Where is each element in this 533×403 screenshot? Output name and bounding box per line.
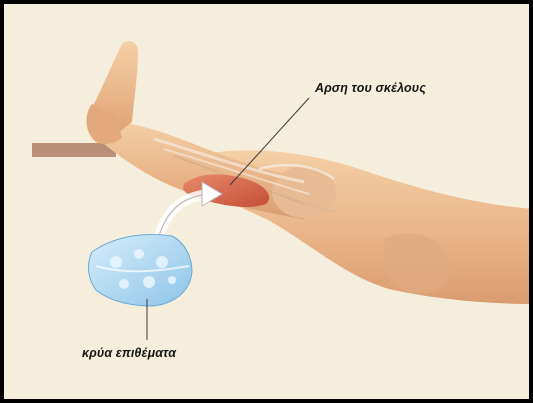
illustration-svg (4, 4, 533, 403)
support-bar (32, 143, 116, 157)
ice-pack-icon (89, 235, 192, 306)
leg-raise-label: Αρση του σκέλους (315, 81, 426, 95)
cold-packs-label: κρύα επιθέματα (82, 346, 176, 360)
